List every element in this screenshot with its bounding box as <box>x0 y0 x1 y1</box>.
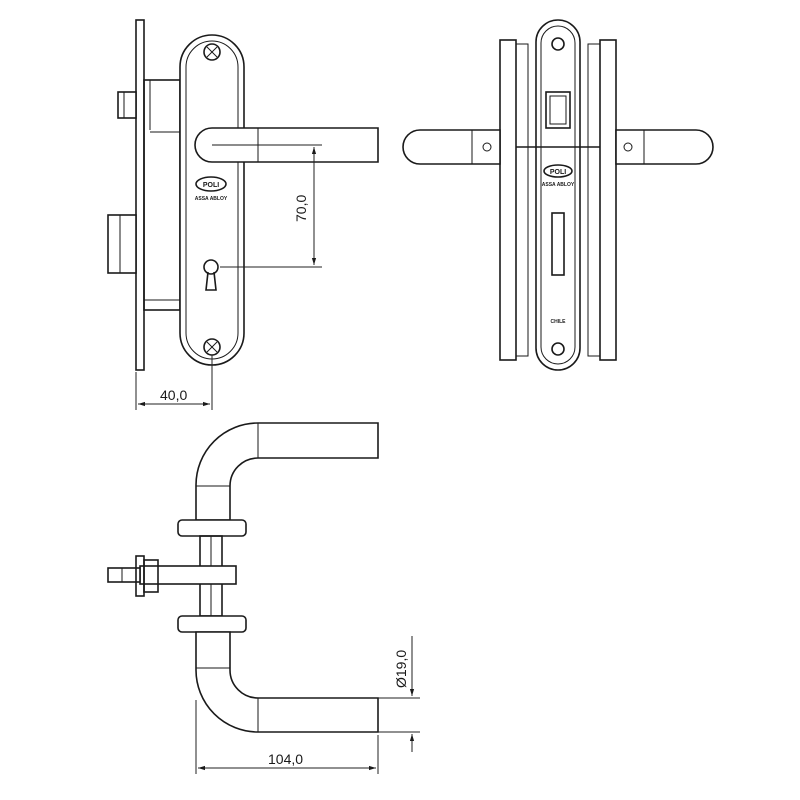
top-view: Ø19,0 104,0 <box>107 422 420 774</box>
inner-plate-right <box>599 39 617 361</box>
lower-rosette <box>177 615 247 633</box>
svg-text:ASSA ABLOY: ASSA ABLOY <box>542 182 575 188</box>
side-lever-right <box>615 129 714 165</box>
dimension-70: 70,0 <box>293 195 309 222</box>
lock-body-section <box>139 565 237 585</box>
strike-plate <box>535 19 581 371</box>
mortise-case <box>143 79 181 311</box>
screw-icon <box>203 43 221 61</box>
brand-logo: POLI ASSA ABLOY <box>195 176 228 202</box>
svg-text:POLI: POLI <box>550 169 566 176</box>
inner-plate-left <box>499 39 517 361</box>
svg-text:CHILE: CHILE <box>551 319 567 325</box>
latch-section <box>107 567 141 583</box>
dimension-diameter: Ø19,0 <box>393 650 409 688</box>
dead-bolt <box>107 214 137 274</box>
side-lever-left <box>402 129 501 165</box>
upper-rosette <box>177 519 247 537</box>
dimension-40: 40,0 <box>160 387 187 403</box>
dimension-104: 104,0 <box>268 751 303 767</box>
upper-handle <box>195 422 379 521</box>
lock-faceplate <box>135 19 145 371</box>
front-view: POLI ASSA ABLOY 70,0 40,0 <box>107 19 379 410</box>
lower-handle <box>195 631 379 733</box>
svg-text:ASSA ABLOY: ASSA ABLOY <box>195 196 228 202</box>
latch-bolt <box>117 91 137 119</box>
svg-text:POLI: POLI <box>203 182 219 189</box>
side-view: POLI ASSA ABLOY CHILE <box>402 19 714 371</box>
keyhole-icon <box>203 259 219 291</box>
